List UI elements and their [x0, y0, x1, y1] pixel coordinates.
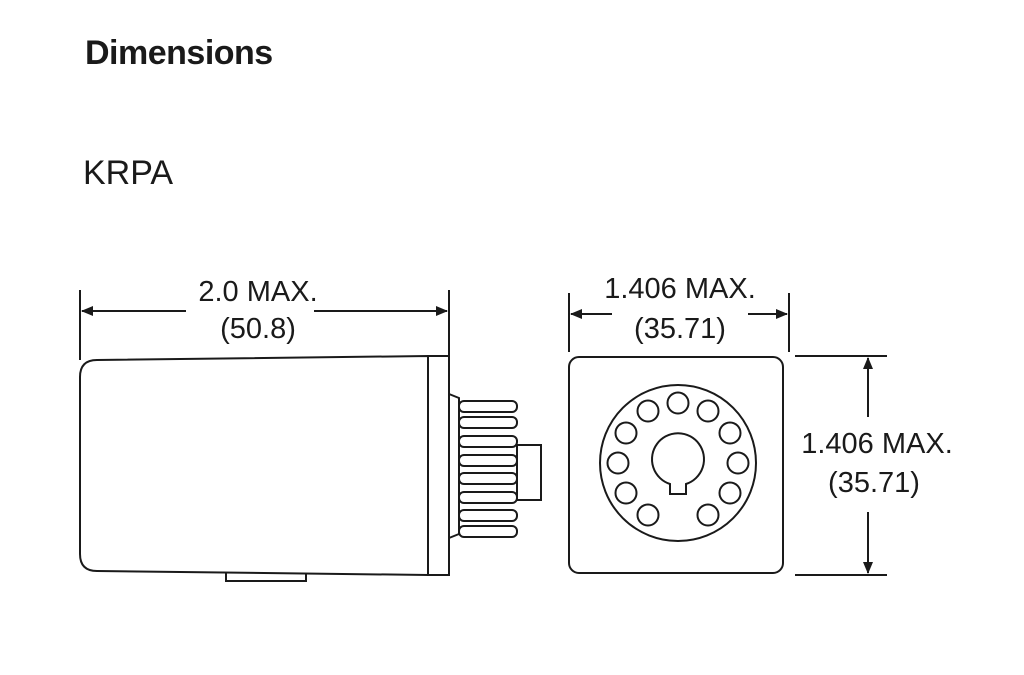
pin-hole [614, 481, 638, 505]
relay-base-plate [427, 355, 450, 576]
pin [458, 509, 518, 522]
pin-hole [666, 391, 690, 415]
pins [458, 400, 518, 538]
pin-hole [718, 481, 742, 505]
pin-hole [636, 399, 660, 423]
pin [458, 525, 518, 538]
pin [458, 454, 518, 467]
relay-face [568, 356, 784, 574]
end-height-mm-label: (35.71) [828, 467, 920, 499]
pin [458, 400, 518, 413]
side-width-label: 2.0 MAX. [198, 276, 317, 308]
pin-holes [606, 391, 750, 527]
end-view [568, 293, 887, 576]
side-width-mm-label: (50.8) [220, 313, 296, 345]
pin-hole [606, 451, 630, 475]
key-post [516, 444, 542, 501]
side-view [79, 290, 542, 582]
end-width-mm-label: (35.71) [634, 313, 726, 345]
pin-hole [696, 503, 720, 527]
pin-hole [718, 421, 742, 445]
pin-block [448, 393, 460, 539]
relay-body [79, 354, 429, 577]
pin [458, 472, 518, 485]
pin [458, 491, 518, 504]
model-label: KRPA [83, 154, 174, 192]
pin [458, 416, 518, 429]
pin-hole [614, 421, 638, 445]
pin [458, 435, 518, 448]
relay-bottom-tab [225, 573, 307, 582]
pin-hole [696, 399, 720, 423]
center-key [651, 432, 705, 495]
end-height-label: 1.406 MAX. [801, 428, 953, 460]
end-width-label: 1.406 MAX. [604, 273, 756, 305]
pin-hole [726, 451, 750, 475]
pin-circle [599, 384, 757, 542]
page-title: Dimensions [85, 34, 273, 72]
pin-hole [636, 503, 660, 527]
